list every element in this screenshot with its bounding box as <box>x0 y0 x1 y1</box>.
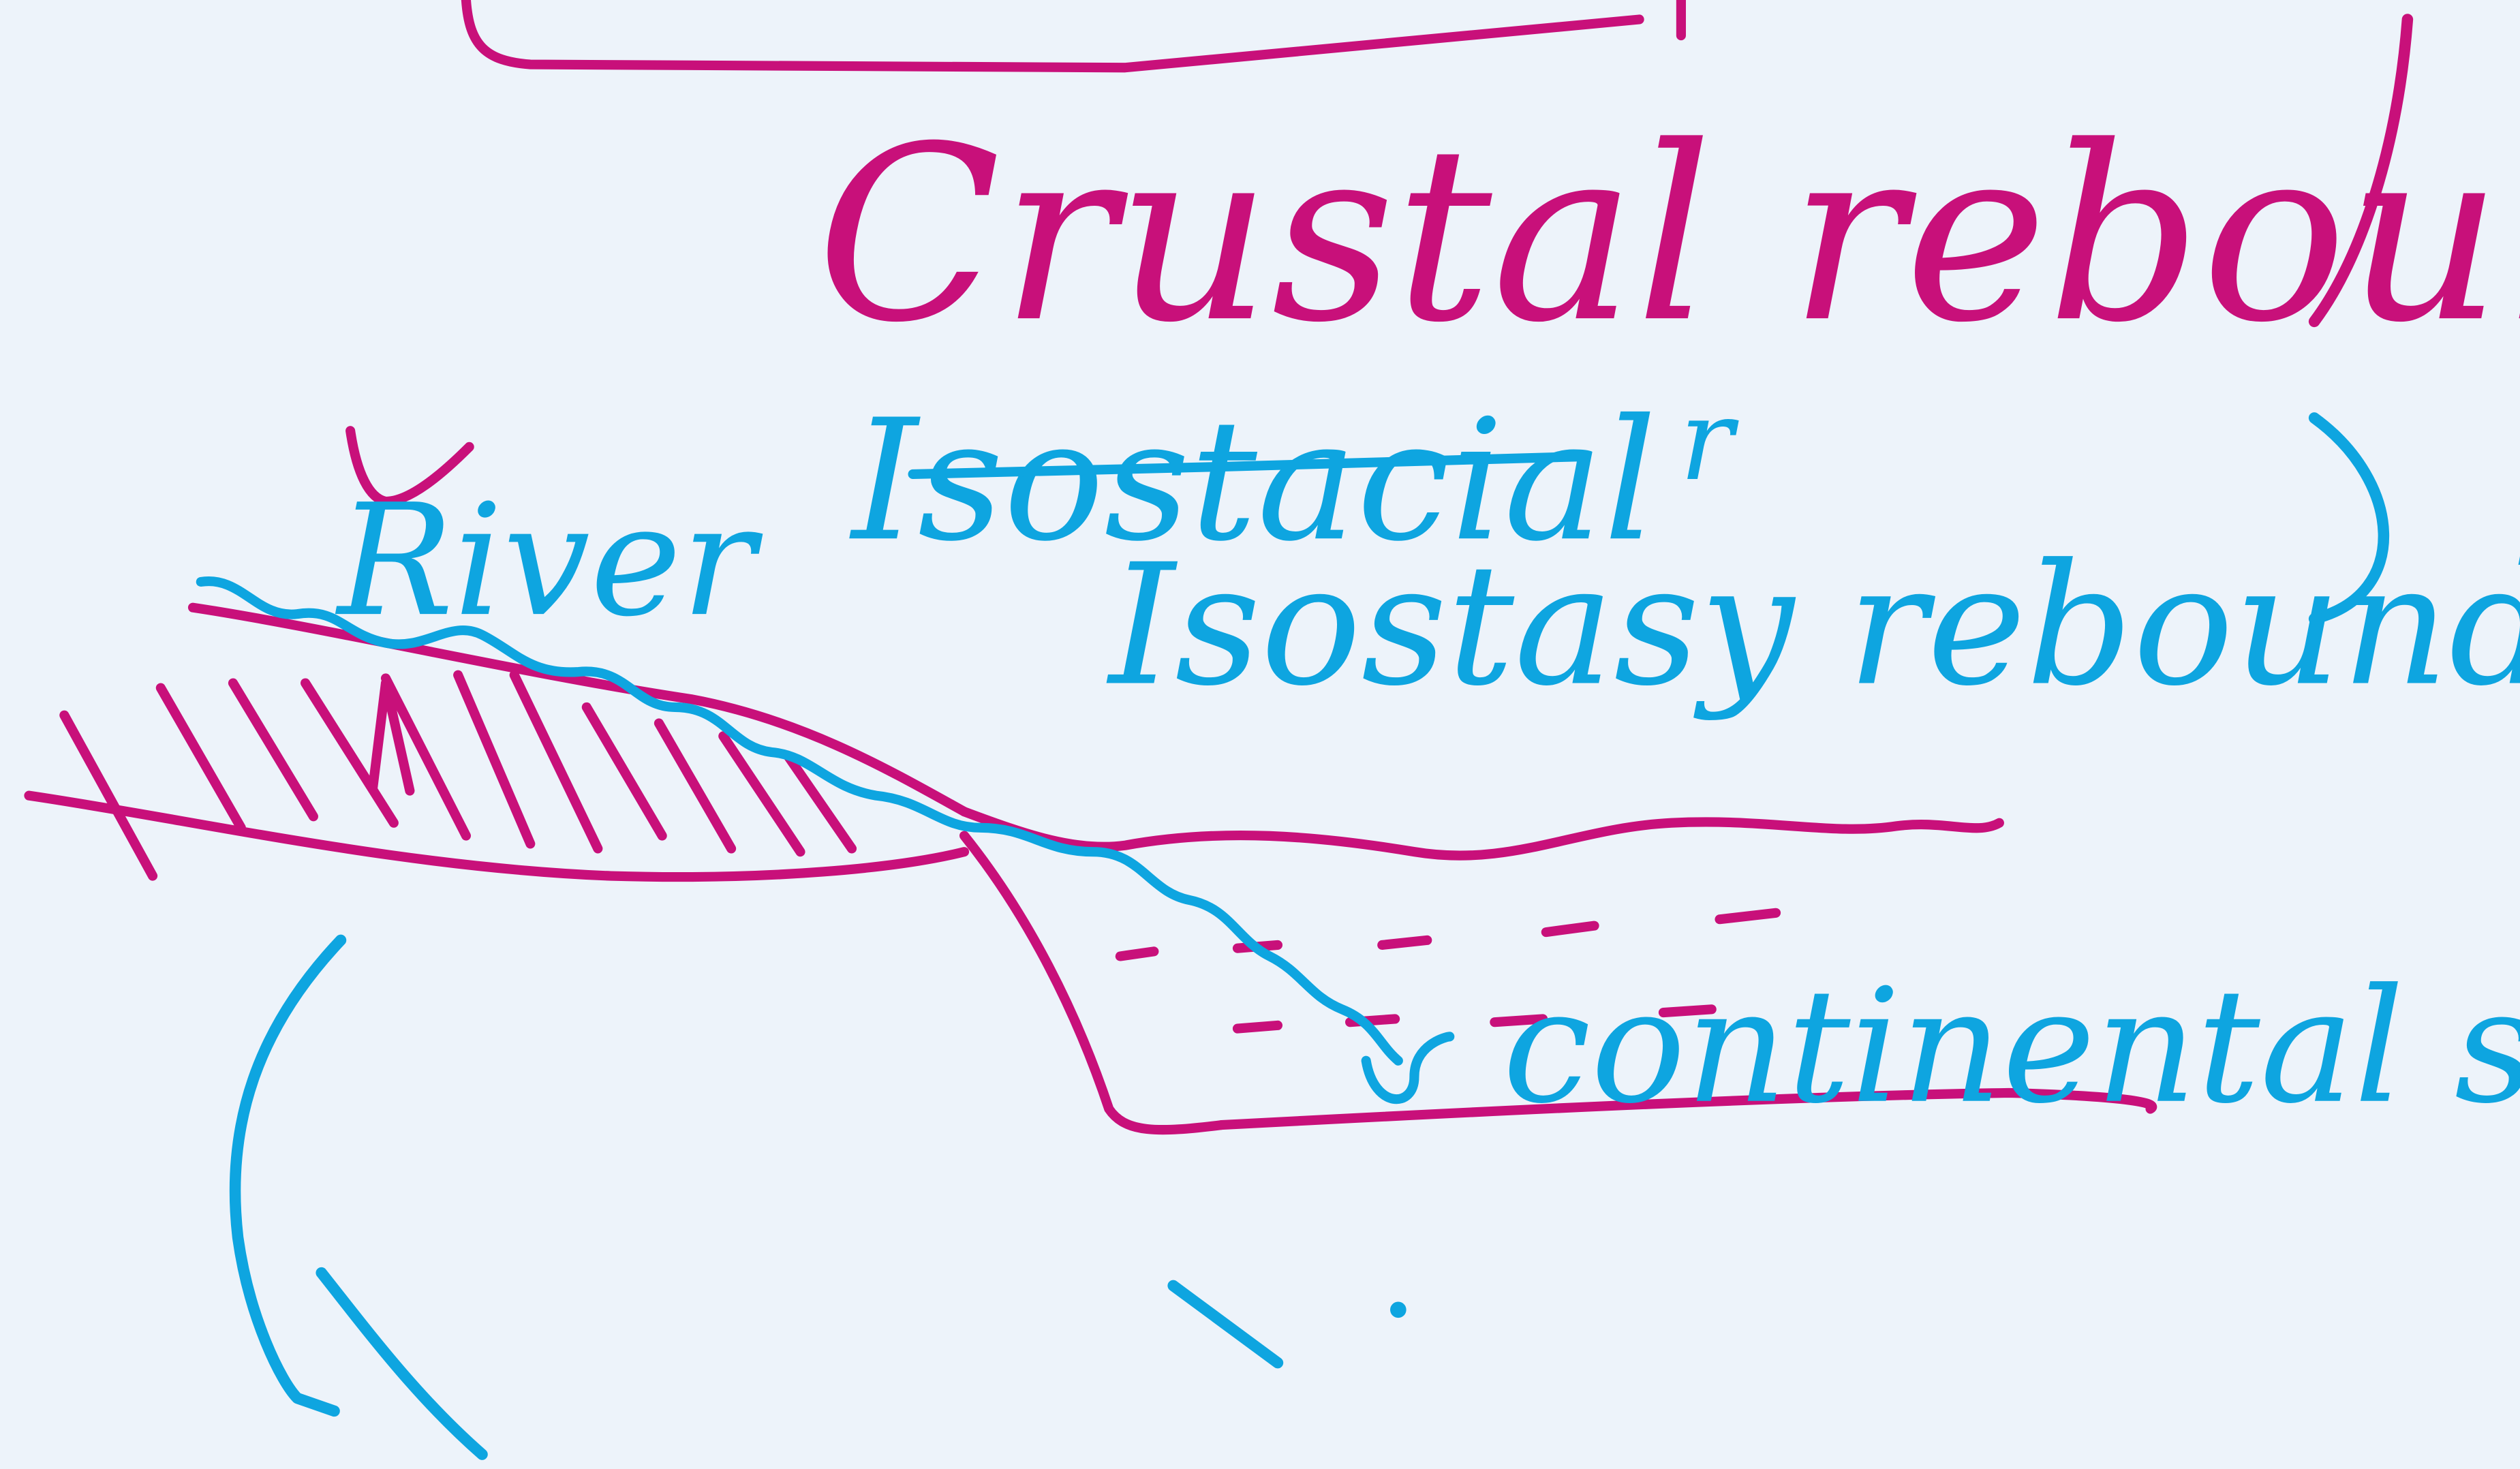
lower-arc-stroke <box>229 934 347 1417</box>
label-river: River <box>335 471 763 651</box>
land-surface-line <box>187 602 970 817</box>
lower-diagonal-stroke <box>316 1267 488 1460</box>
lower-short-stroke <box>1167 1280 1284 1369</box>
note-isostacial-struck: Isostacial <box>849 383 1657 578</box>
shelf-floor <box>1216 1087 2157 1130</box>
title-underline-tail <box>2308 14 2414 328</box>
lower-dot <box>1390 1301 1407 1318</box>
continental-slope <box>959 831 1227 1135</box>
note-isostasy-rebound: Isostasy rebound <box>1106 528 2520 723</box>
correction-mark-r: r <box>1680 375 1740 506</box>
sea-surface-wave <box>959 807 2004 861</box>
river-valley-mark <box>345 426 474 507</box>
land-base-line <box>24 790 970 882</box>
sediment-dashes <box>1115 908 1781 1034</box>
strike-through-line <box>908 451 1588 480</box>
top-box-fragment <box>461 0 1686 73</box>
crust-hatching <box>59 670 857 881</box>
closing-bracket <box>2308 412 2390 625</box>
river-course <box>196 576 1403 1066</box>
river-mouth-curl <box>1361 1032 1455 1104</box>
title-crustal-rebound: Crustal rebound. <box>816 95 2520 375</box>
label-continental-shelf: continental shelf <box>1503 955 2520 1139</box>
